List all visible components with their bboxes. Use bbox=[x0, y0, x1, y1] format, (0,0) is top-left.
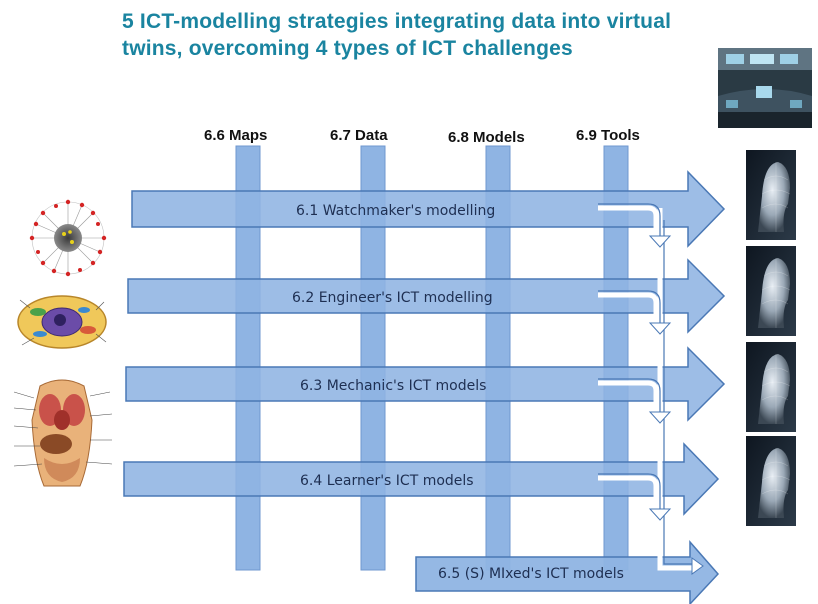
row-arrow-watchmaker bbox=[131, 170, 726, 248]
row-arrow-learner bbox=[123, 442, 720, 516]
column-label-tools: 6.9 Tools bbox=[576, 127, 640, 144]
down-arrowhead-4 bbox=[648, 508, 672, 521]
title-line-2: twins, overcoming 4 types of ICT challen… bbox=[122, 37, 573, 60]
row-label-watchmaker: 6.1 Watchmaker's modelling bbox=[296, 203, 495, 219]
cascade-arrowheads bbox=[648, 235, 704, 575]
row-label-engineer: 6.2 Engineer's ICT modelling bbox=[292, 290, 493, 306]
row-label-mechanic: 6.3 Mechanic's ICT models bbox=[300, 378, 486, 394]
title-line-1: 5 ICT-modelling strategies integrating d… bbox=[122, 10, 672, 33]
row-label-learner: 6.4 Learner's ICT models bbox=[300, 473, 474, 489]
column-labels: 6.6 Maps 6.7 Data 6.8 Models 6.9 Tools bbox=[204, 127, 640, 146]
row-arrow-mixed bbox=[415, 540, 720, 604]
row-arrow-mechanic bbox=[125, 346, 726, 422]
down-arrowhead-1 bbox=[648, 235, 672, 248]
column-label-maps: 6.6 Maps bbox=[204, 127, 267, 144]
control-room-image bbox=[718, 48, 812, 128]
cell-diagram-image bbox=[17, 295, 107, 349]
column-label-models: 6.8 Models bbox=[448, 129, 525, 146]
network-graph-image bbox=[29, 199, 107, 277]
digital-twin-head-image bbox=[746, 150, 796, 240]
down-arrowhead-2 bbox=[648, 322, 672, 335]
row-arrow-engineer bbox=[127, 258, 726, 334]
diagram-title: 5 ICT-modelling strategies integrating d… bbox=[122, 8, 742, 62]
cascade-connectors-outline bbox=[598, 203, 696, 565]
right-arrowhead-mixed bbox=[691, 557, 704, 575]
row-label-mixed: 6.5 (S) MIxed's ICT models bbox=[438, 566, 624, 582]
digital-twin-head-image bbox=[746, 246, 796, 336]
row-labels: 6.1 Watchmaker's modelling 6.2 Engineer'… bbox=[292, 203, 624, 582]
digital-twin-head-image bbox=[746, 436, 796, 526]
digital-twin-head-image bbox=[746, 342, 796, 432]
column-label-data: 6.7 Data bbox=[330, 127, 388, 144]
row-arrows bbox=[123, 170, 726, 604]
down-arrowhead-3 bbox=[648, 411, 672, 424]
human-anatomy-image bbox=[13, 379, 113, 487]
